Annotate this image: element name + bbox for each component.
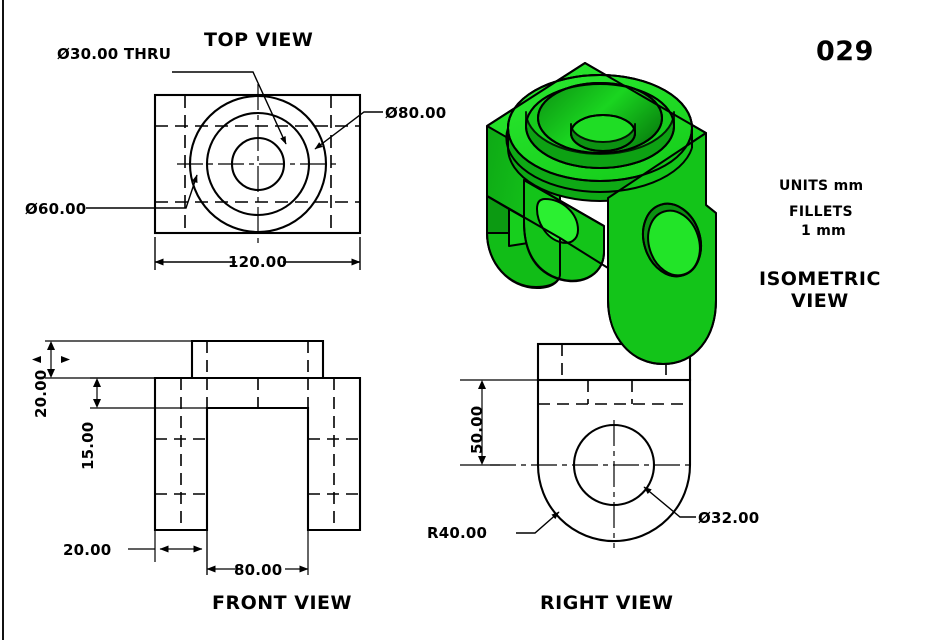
front-view-title: FRONT VIEW: [212, 592, 352, 614]
top-view-counterbore-dim: Ø60.00: [25, 200, 87, 218]
right-view-title: RIGHT VIEW: [540, 592, 674, 614]
units-note: UNITS mm: [779, 178, 864, 194]
sheet-border-left: [2, 0, 4, 640]
fillets-value: 1 mm: [801, 223, 846, 239]
front-view-legwidth-dim: 20.00: [63, 541, 112, 559]
front-view-slotwidth-dim: 80.00: [234, 561, 283, 579]
right-view-height-dim: 50.00: [468, 405, 486, 454]
top-view-width-dim: 120.00: [228, 253, 288, 271]
right-view-hole-dim: Ø32.00: [698, 509, 760, 527]
fillets-note: FILLETS: [789, 204, 853, 220]
right-view-radius-dim: R40.00: [427, 524, 488, 542]
isometric-view-title-line1: ISOMETRIC: [759, 268, 881, 290]
top-view-title: TOP VIEW: [204, 29, 314, 51]
front-view-topplate-dim: 20.00: [32, 369, 50, 418]
top-view-bore-dim: Ø30.00 THRU: [57, 45, 172, 63]
front-view-flange-dim: 15.00: [79, 421, 97, 470]
isometric-model: [486, 62, 717, 365]
top-view-outer-dia-dim: Ø80.00: [385, 104, 447, 122]
part-number: 029: [816, 36, 874, 67]
isometric-view-title-line2: VIEW: [791, 290, 849, 312]
